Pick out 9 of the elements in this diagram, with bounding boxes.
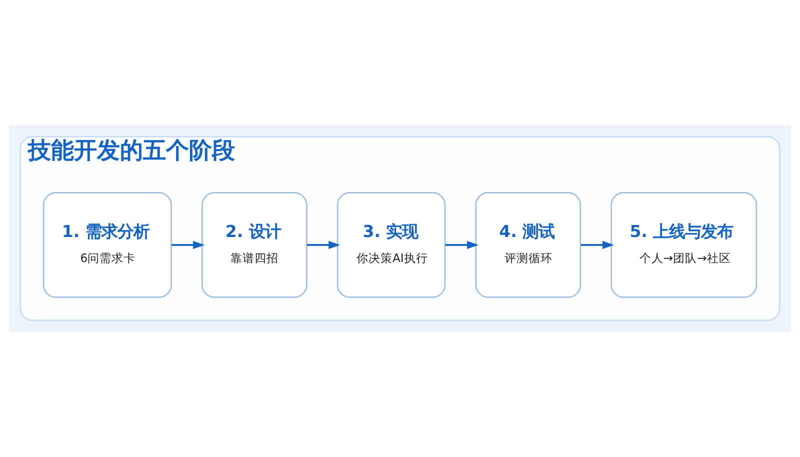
arrow (580, 240, 614, 250)
arrow (445, 240, 479, 250)
arrow (306, 240, 340, 250)
node-box: 5. 上线与发布 个人→团队→社区 (610, 192, 758, 298)
node-box: 3. 实现 你决策AI执行 (336, 192, 446, 298)
node-box: 1. 需求分析 6问需求卡 (42, 192, 172, 298)
node-box: 2. 设计 靠谱四招 (202, 192, 308, 298)
node-box: 4. 测试 评测循环 (475, 192, 582, 298)
arrow (172, 240, 205, 250)
